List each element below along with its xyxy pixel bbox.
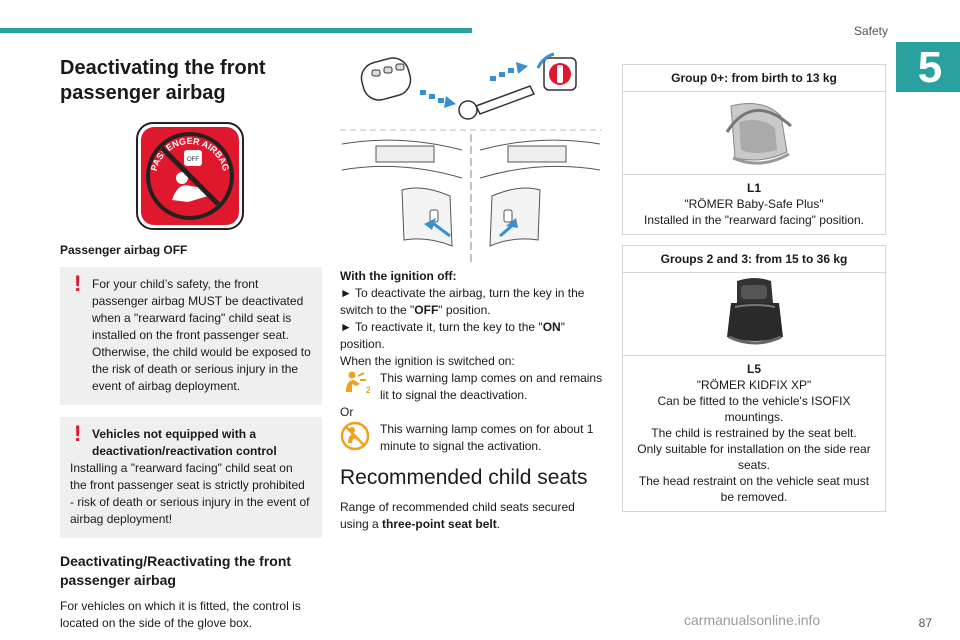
group-details: L1 "RÖMER Baby-Safe Plus" Installed in t… [623,175,885,234]
warning-box-1: ! For your child’s safety, the front pas… [60,267,322,405]
seat-note: Can be fitted to the vehicle's ISOFIX mo… [657,394,851,424]
seat-image-cell [623,273,885,356]
airbag-on-lamp-icon [340,421,370,451]
seat-note: Installed in the "rearward facing" posit… [644,213,864,227]
key-blade-icon [458,85,536,120]
airbag-off-lamp-icon: 2 [346,371,370,394]
seat-name: "RÖMER Baby-Safe Plus" [684,197,824,211]
seat-code: L5 [746,362,761,376]
warning-2-text: Installing a "rearward facing" child sea… [70,461,310,526]
warning-icon: ! [74,271,82,296]
instructions: With the ignition off: ► To deactivate t… [340,268,604,533]
seat-note: The child is restrained by the seat belt… [651,426,857,440]
chapter-tab [896,42,960,92]
seat-note: Only suitable for installation on the si… [637,442,871,472]
group-header: Group 0+: from birth to 13 kg [623,65,885,92]
chapter-number: 5 [917,43,943,92]
column-3: Group 0+: from birth to 13 kg L1 "RÖMER … [622,64,886,512]
svg-text:2: 2 [366,385,370,394]
warning-icon: ! [74,421,82,446]
watermark: carmanualsonline.info [684,612,821,628]
group-header: Groups 2 and 3: from 15 to 36 kg [623,246,885,273]
child-seat-group-0plus: Group 0+: from birth to 13 kg L1 "RÖMER … [622,64,886,235]
column-2: With the ignition off: ► To deactivate t… [340,50,604,533]
switch-knob-icon [536,52,577,91]
warning-box-2: ! Vehicles not equipped with a deactivat… [60,417,322,538]
page-number: 87 [918,616,932,630]
recommended-title: Recommended child seats [340,466,588,489]
recommended-intro: Range of recommended child seats secured… [340,500,575,531]
baby-seat-image [725,103,792,165]
column-1: Deactivating the front passenger airbag … [60,56,322,632]
glovebox-switch-diagram [340,52,602,262]
page-title: Deactivating the front passenger airbag [60,57,266,104]
lamp-deactivated-row: 2 This warning lamp comes on and remains… [340,370,604,404]
header-accent-bar [0,28,472,33]
lamp-activated-row: This warning lamp comes on for about 1 m… [340,421,604,455]
dashboard-right [479,139,601,247]
warning-2-title: Vehicles not equipped with a deactivatio… [92,427,277,458]
seat-code: L1 [746,181,761,195]
airbag-off-badge: PASSENGER AIRBAG OFF [136,122,244,230]
seat-name: "RÖMER KIDFIX XP" [696,378,812,392]
seat-image-cell [623,92,885,175]
or-text: Or [340,405,354,419]
badge-caption: Passenger airbag OFF [60,243,188,257]
booster-seat-image [727,278,783,345]
svg-text:OFF: OFF [187,157,199,163]
control-location-text: For vehicles on which it is fitted, the … [60,599,301,630]
lamp-deactivated-text: This warning lamp comes on and remains l… [380,371,603,402]
key-fob-icon [360,57,412,101]
group-details: L5 "RÖMER KIDFIX XP" Can be fitted to th… [623,356,885,511]
warning-1-text: For your child’s safety, the front passe… [92,277,311,393]
ignition-off-heading: With the ignition off: [340,269,457,283]
section-title: Safety [853,24,888,38]
dashboard-left [341,139,463,247]
ignition-on-heading: When the ignition is switched on: [340,354,515,368]
step-reactivate: ► To reactivate it, turn the key to the … [340,320,565,351]
seat-note: The head restraint on the vehicle seat m… [638,474,870,504]
subsection-title: Deactivating/Reactivating the front pass… [60,553,292,588]
switch-illustration [340,50,602,262]
child-seat-group-2-3: Groups 2 and 3: from 15 to 36 kg L5 "RÖM… [622,245,886,512]
step-deactivate: ► To deactivate the airbag, turn the key… [340,286,585,317]
airbag-off-icon: PASSENGER AIRBAG OFF [136,122,244,230]
lamp-activated-text: This warning lamp comes on for about 1 m… [380,422,594,453]
